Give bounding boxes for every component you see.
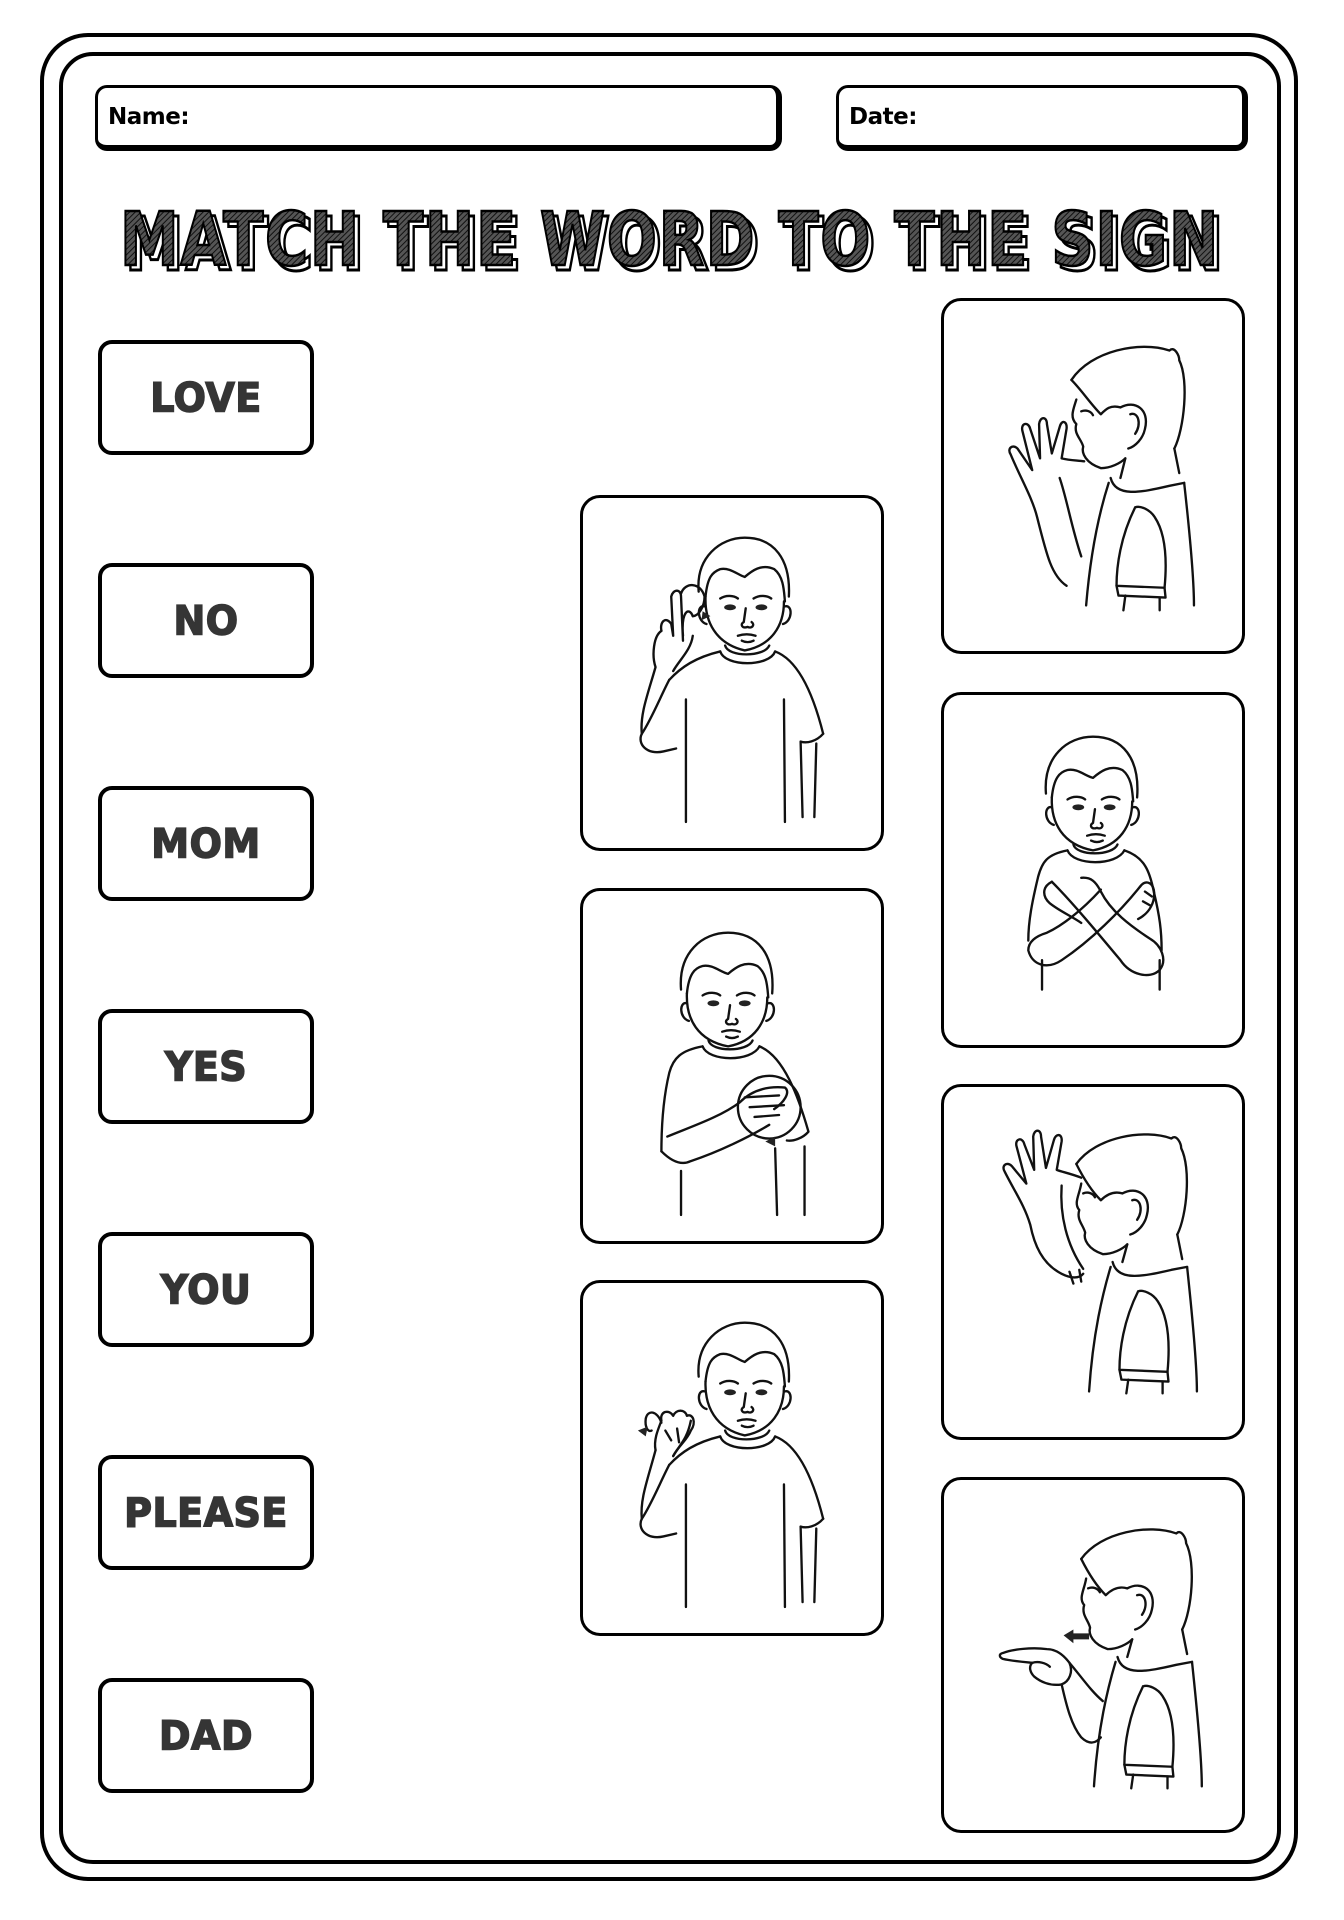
- date-field[interactable]: Date:: [836, 85, 1248, 151]
- word-card-you[interactable]: YOU: [98, 1232, 314, 1347]
- boy-profile-open-hand-forehead-icon: [1002, 1129, 1199, 1395]
- boy-profile-pointing-forward-icon: [998, 1528, 1203, 1790]
- word-label: YES: [164, 1043, 248, 1091]
- sign-card-right-4[interactable]: [941, 1477, 1245, 1833]
- sign-card-middle-3[interactable]: [580, 1280, 884, 1636]
- word-label: LOVE: [149, 374, 262, 422]
- word-label: NO: [173, 597, 239, 645]
- page-title: MATCH THE WORD TO THE SIGN MATCH THE WOR…: [100, 190, 1244, 280]
- title-text: MATCH THE WORD TO THE SIGN: [120, 197, 1220, 280]
- word-card-love[interactable]: LOVE: [98, 340, 314, 455]
- boy-hand-circle-chest-icon: [660, 931, 810, 1217]
- word-card-please[interactable]: PLEASE: [98, 1455, 314, 1570]
- word-label: DAD: [158, 1712, 253, 1760]
- boy-arms-crossed-icon: [1027, 735, 1165, 991]
- word-label: PLEASE: [123, 1489, 288, 1537]
- word-card-no[interactable]: NO: [98, 563, 314, 678]
- sign-card-right-1[interactable]: [941, 298, 1245, 654]
- word-label: MOM: [151, 820, 261, 868]
- word-card-yes[interactable]: YES: [98, 1009, 314, 1124]
- sign-card-right-2[interactable]: [941, 692, 1245, 1048]
- boy-hand-raised-arrow-icon: [639, 536, 825, 824]
- boy-profile-open-hand-chin-icon: [1008, 345, 1196, 612]
- title-shadow-text: MATCH THE WORD TO THE SIGN: [125, 202, 1225, 280]
- worksheet-outer-border: [40, 33, 1298, 1881]
- sign-card-middle-2[interactable]: [580, 888, 884, 1244]
- sign-card-right-3[interactable]: [941, 1084, 1245, 1440]
- word-card-dad[interactable]: DAD: [98, 1678, 314, 1793]
- name-field[interactable]: Name:: [95, 85, 782, 151]
- sign-card-middle-1[interactable]: [580, 495, 884, 851]
- date-label: Date:: [849, 103, 917, 130]
- worksheet-inner-border: [59, 52, 1281, 1864]
- name-label: Name:: [108, 103, 190, 130]
- word-card-mom[interactable]: MOM: [98, 786, 314, 901]
- word-label: YOU: [160, 1266, 252, 1314]
- boy-fist-nod-icon: [637, 1321, 825, 1609]
